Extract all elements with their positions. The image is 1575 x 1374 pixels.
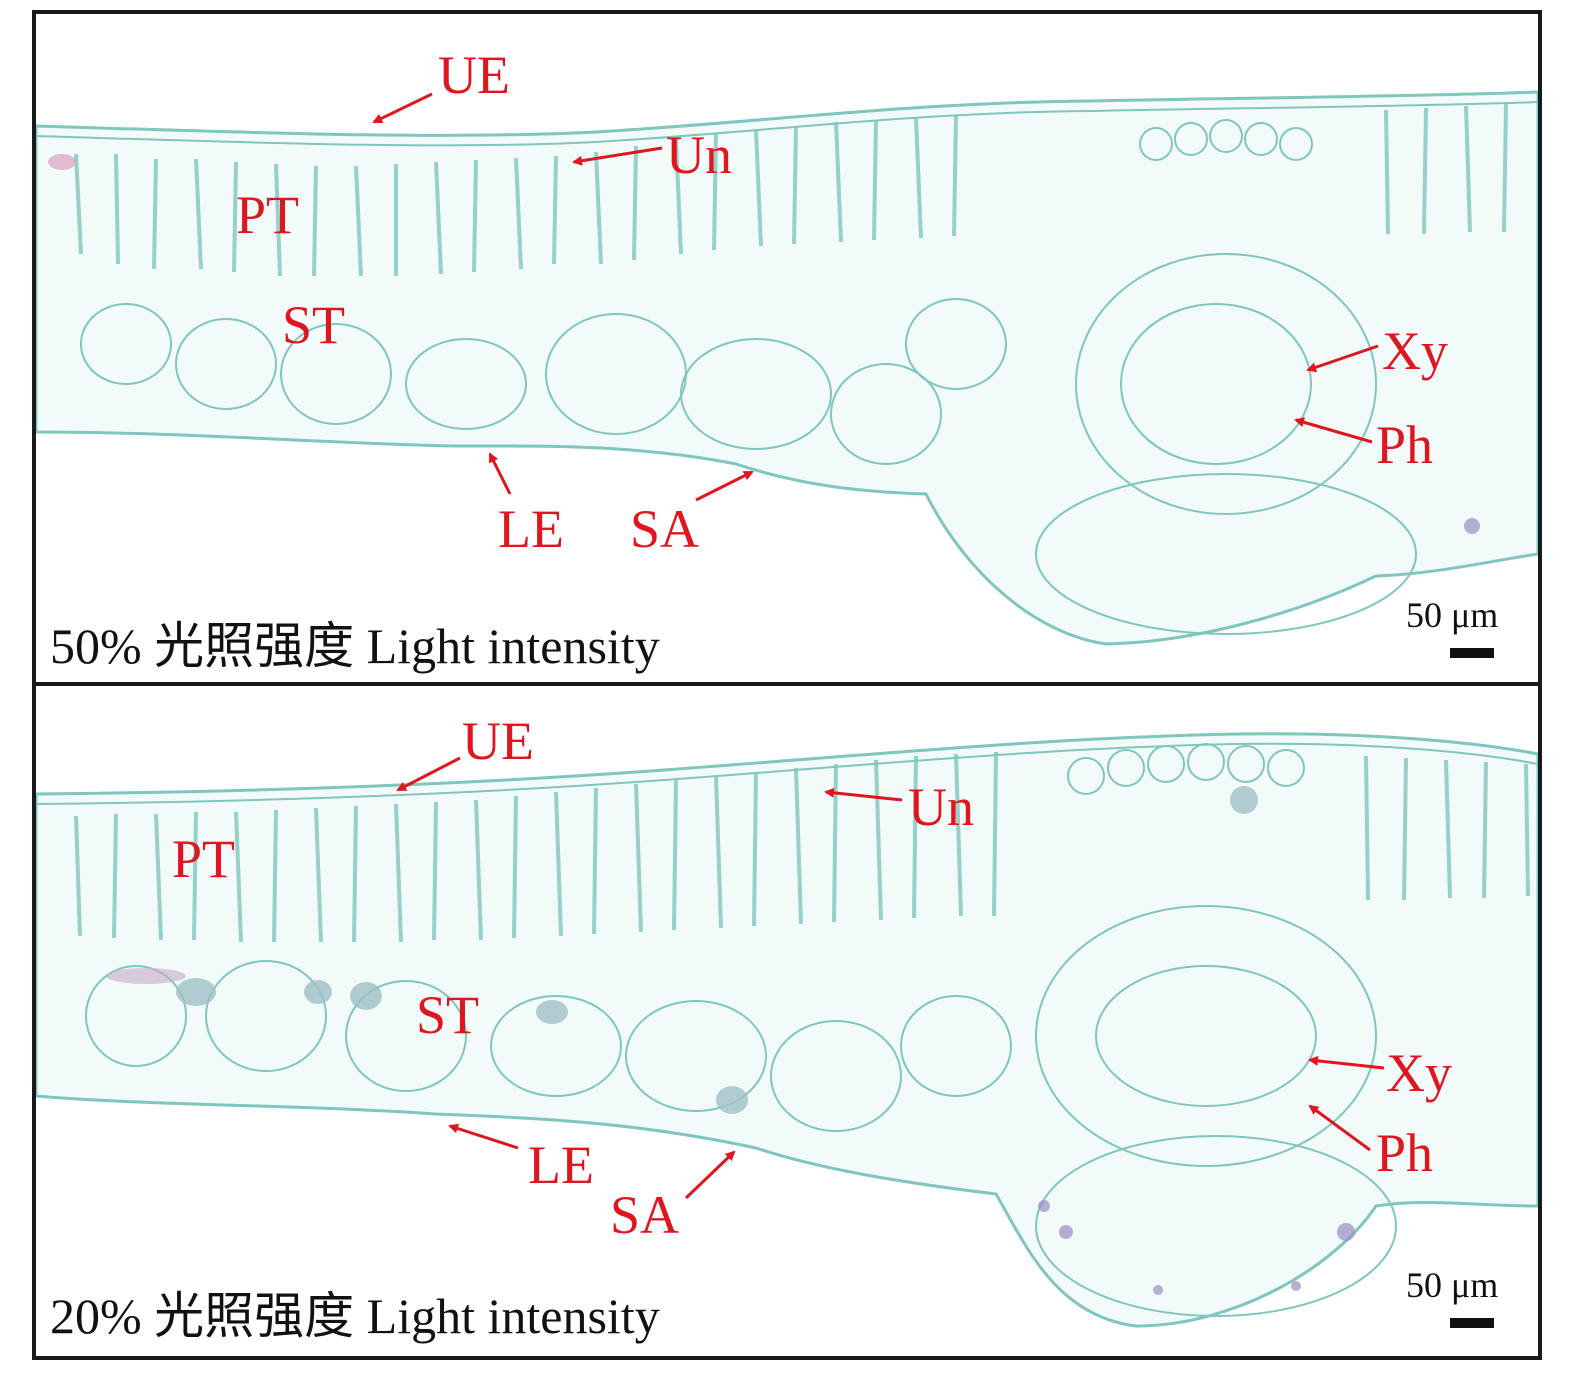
leaf-cross-section-image: [36, 732, 1538, 1328]
label-pt: PT: [172, 829, 236, 889]
micrograph-panel-50: UE Un PT ST Xy Ph LE SA 50% 光照强度 Light i…: [32, 10, 1542, 686]
label-le: LE: [498, 499, 564, 559]
label-le: LE: [528, 1135, 594, 1195]
label-st: ST: [416, 985, 480, 1045]
scale-bar: [1450, 1318, 1494, 1328]
label-xy: Xy: [1386, 1043, 1452, 1103]
scale-bar: [1450, 648, 1494, 658]
label-pt: PT: [236, 185, 300, 245]
scale-bar-label: 50 μm: [1406, 1265, 1499, 1305]
panel-caption: 20% 光照强度 Light intensity: [50, 1288, 660, 1344]
label-st: ST: [282, 295, 346, 355]
label-un: Un: [666, 125, 732, 185]
label-sa: SA: [630, 499, 700, 559]
micrograph-panel-20: UE Un PT ST Xy Ph LE SA 20% 光照强度 Light i…: [32, 682, 1542, 1360]
panel-caption: 50% 光照强度 Light intensity: [50, 618, 660, 674]
label-un: Un: [908, 777, 974, 837]
leaf-cross-section-image: [36, 90, 1538, 646]
label-ph: Ph: [1376, 1123, 1434, 1183]
label-sa: SA: [610, 1185, 680, 1245]
label-xy: Xy: [1382, 321, 1448, 381]
label-ue: UE: [438, 45, 510, 105]
scale-bar-label: 50 μm: [1406, 595, 1499, 635]
label-ue: UE: [462, 711, 534, 771]
label-ph: Ph: [1376, 415, 1434, 475]
